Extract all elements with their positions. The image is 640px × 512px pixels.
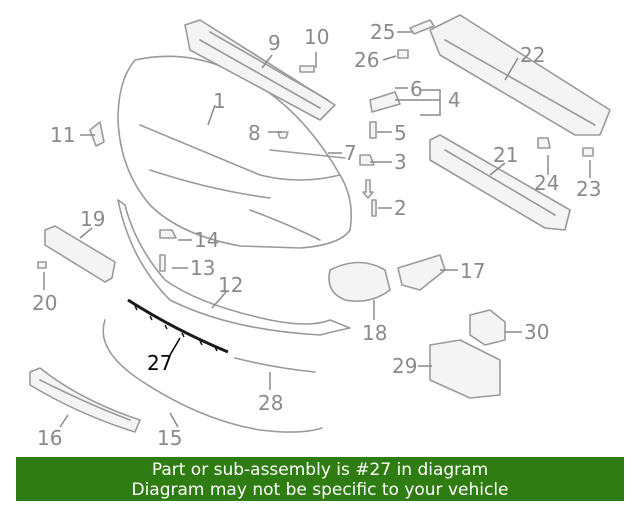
small-hardware: [37, 19, 594, 272]
callout-29: 29: [392, 354, 417, 378]
info-banner: Part or sub-assembly is #27 in diagram D…: [16, 457, 624, 501]
banner-line-part: Part or sub-assembly is #27 in diagram: [151, 460, 489, 480]
lower-strip: [102, 319, 323, 433]
callout-3: 3: [394, 150, 407, 174]
callout-24: 24: [534, 171, 559, 195]
callout-13: 13: [190, 256, 215, 280]
side-bracket: [44, 225, 116, 283]
callout-2: 2: [394, 196, 407, 220]
sensor-bracket: [469, 309, 506, 346]
callout-15: 15: [157, 426, 182, 450]
banner-line-disclaimer: Diagram may not be specific to your vehi…: [131, 480, 509, 500]
callout-4: 4: [448, 88, 461, 112]
callout-27: 27: [147, 351, 172, 375]
callout-7: 7: [344, 141, 357, 165]
leader-lines: [43, 31, 591, 428]
strip-28: [234, 357, 316, 373]
fog-bezel: [328, 261, 391, 303]
bumper-cover: [117, 55, 353, 249]
radar-sensor: [429, 339, 501, 399]
callout-30: 30: [524, 320, 549, 344]
callout-5: 5: [394, 121, 407, 145]
callout-16: 16: [37, 426, 62, 450]
callout-12: 12: [218, 273, 243, 297]
callout-21: 21: [493, 143, 518, 167]
energy-absorber: [429, 134, 571, 231]
callout-18: 18: [362, 321, 387, 345]
callout-9: 9: [268, 31, 281, 55]
upper-grille: [184, 19, 336, 121]
callout-17: 17: [460, 259, 485, 283]
callout-22: 22: [520, 43, 545, 67]
parts-diagram: 1 2 3 4 5 6 7 8 9 10 11 12 13 14 15 16 1…: [29, 14, 611, 450]
callout-labels: 1 2 3 4 5 6 7 8 9 10 11 12 13 14 15 16 1…: [32, 20, 601, 450]
callout-1: 1: [213, 89, 226, 113]
callout-8: 8: [248, 121, 261, 145]
callout-23: 23: [576, 177, 601, 201]
callout-20: 20: [32, 291, 57, 315]
bracket-17: [397, 254, 446, 291]
callout-26: 26: [354, 48, 379, 72]
callout-11: 11: [50, 123, 75, 147]
callout-14: 14: [194, 228, 219, 252]
part-27-strip: [127, 298, 229, 354]
callout-28: 28: [258, 391, 283, 415]
lower-grille: [29, 367, 141, 433]
callout-10: 10: [304, 25, 329, 49]
callout-25: 25: [370, 20, 395, 44]
callout-6: 6: [410, 77, 423, 101]
reinforcement-beam: [429, 14, 611, 136]
callout-19: 19: [80, 207, 105, 231]
lower-trim: [117, 199, 351, 336]
